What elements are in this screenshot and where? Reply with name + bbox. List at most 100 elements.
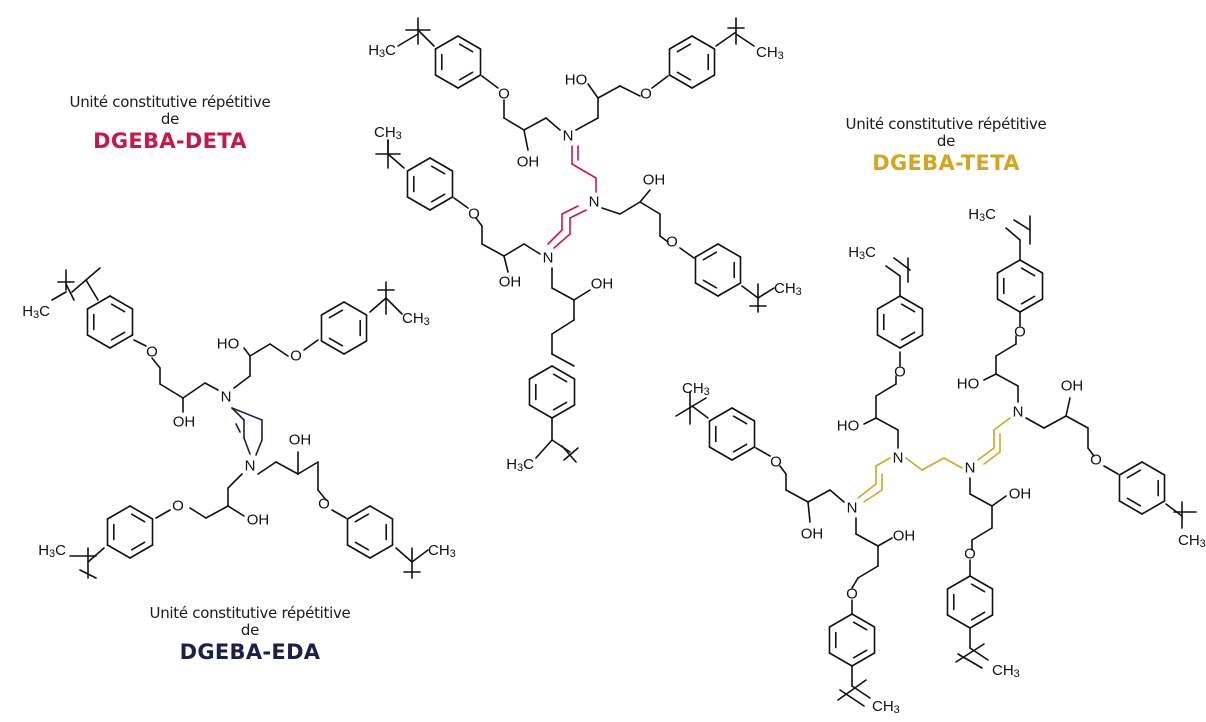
eda-arm-bond bbox=[155, 509, 171, 519]
teta-linker-bond bbox=[943, 457, 963, 469]
deta-methyl: CH3 bbox=[774, 280, 802, 299]
deta-arm-bond bbox=[735, 33, 755, 47]
eda-arm-bond bbox=[85, 279, 99, 301]
deta-ring bbox=[668, 74, 693, 89]
eda-ether-oxygen: O bbox=[146, 344, 158, 361]
deta-arm-bond bbox=[503, 255, 509, 273]
eda-arm-bond bbox=[79, 569, 97, 579]
teta-arm-bond bbox=[875, 383, 897, 397]
teta-arm-bond bbox=[829, 489, 845, 503]
teta-ring bbox=[1019, 298, 1044, 313]
eda-arm-bond bbox=[303, 339, 319, 351]
deta-ring bbox=[406, 157, 431, 172]
teta-arm-bond bbox=[857, 565, 879, 579]
deta-arm-bond bbox=[523, 117, 547, 131]
eda-arm-bond bbox=[331, 509, 347, 519]
caption-teta-subtitle: Unité constitutive répétitive de bbox=[845, 115, 1047, 151]
teta-arm-bond bbox=[1043, 415, 1067, 429]
teta-methyl: CH3 bbox=[1178, 532, 1206, 551]
teta-nitrogen: N bbox=[965, 460, 976, 477]
teta-arm-bond bbox=[1087, 447, 1095, 457]
teta-ring bbox=[970, 583, 986, 593]
deta-arm-bond bbox=[587, 83, 599, 99]
deta-nitrogen: N bbox=[563, 128, 574, 145]
caption-deta-name: DGEBA-DETA bbox=[93, 128, 247, 153]
eda-linker-bond bbox=[243, 437, 251, 455]
eda-arm-bond bbox=[151, 357, 161, 369]
eda-arm-bond bbox=[249, 343, 271, 357]
deta-methyl: CH3 bbox=[374, 124, 402, 143]
teta-arm-bond bbox=[957, 653, 983, 669]
teta-arm-bond bbox=[1025, 417, 1045, 429]
deta-arm-bond bbox=[417, 29, 435, 47]
teta-linker-bond bbox=[863, 489, 883, 503]
eda-arm-bond bbox=[87, 547, 105, 563]
deta-arm-bond bbox=[551, 319, 575, 335]
eda-linker-bond bbox=[231, 407, 263, 421]
eda-arm-bond bbox=[189, 507, 207, 519]
teta-arm-bond bbox=[1005, 227, 1021, 241]
caption-eda-subtitle: Unité constitutive répétitive de bbox=[149, 604, 351, 640]
teta-arm-bond bbox=[863, 417, 877, 425]
eda-hydroxyl: OH bbox=[173, 414, 196, 431]
teta-ring bbox=[899, 295, 924, 310]
eda-linker-bond bbox=[255, 439, 263, 456]
eda-arm-bond bbox=[395, 547, 413, 563]
eda-arm-bond bbox=[233, 375, 251, 389]
teta-ether-oxygen: O bbox=[894, 364, 906, 381]
teta-arm-bond bbox=[995, 373, 1019, 387]
deta-arm-bond bbox=[715, 31, 737, 47]
deta-arm-bond bbox=[481, 75, 499, 89]
eda-ring bbox=[86, 295, 111, 310]
teta-ring bbox=[732, 443, 748, 453]
deta-hydroxyl: OH bbox=[499, 274, 522, 291]
teta-linker-bond bbox=[921, 457, 945, 471]
caption-teta: Unité constitutive répétitive de DGEBA-T… bbox=[836, 115, 1056, 175]
deta-arm-bond bbox=[679, 247, 695, 259]
teta-ring bbox=[1019, 259, 1044, 274]
eda-ring bbox=[110, 331, 126, 341]
teta-ether-oxygen: O bbox=[964, 546, 976, 563]
teta-ring bbox=[1126, 497, 1142, 507]
deta-ring bbox=[702, 279, 718, 289]
teta-arm-bond bbox=[807, 501, 811, 523]
teta-hydroxyl: OH bbox=[1009, 486, 1032, 503]
deta-ether-oxygen: O bbox=[468, 206, 480, 223]
teta-arm-bond bbox=[855, 533, 879, 547]
teta-ring bbox=[852, 649, 868, 659]
deta-ring bbox=[430, 165, 446, 175]
eda-ring bbox=[320, 301, 345, 316]
teta-arm-bond bbox=[755, 447, 771, 457]
eda-arm-bond bbox=[65, 283, 75, 301]
teta-arm-bond bbox=[837, 679, 867, 701]
deta-ring bbox=[406, 196, 431, 211]
teta-arm-bond bbox=[779, 465, 787, 475]
eda-methyl: H3C bbox=[38, 542, 66, 561]
teta-ring bbox=[876, 295, 901, 310]
eda-hydroxyl: OH bbox=[289, 432, 312, 449]
deta-ring bbox=[676, 43, 692, 53]
eda-ring bbox=[129, 505, 154, 520]
deta-linker-bond bbox=[571, 163, 597, 179]
deta-arm-bond bbox=[597, 85, 621, 99]
teta-ring bbox=[1020, 267, 1036, 277]
deta-arm-bond bbox=[575, 117, 599, 131]
eda-arm-bond bbox=[71, 267, 101, 293]
eda-arm-bond bbox=[182, 382, 206, 399]
teta-ring bbox=[1141, 500, 1166, 515]
eda-linker-bond bbox=[235, 423, 241, 433]
caption-deta: Unité constitutive répétitive de DGEBA-D… bbox=[60, 93, 280, 153]
teta-linker-bond bbox=[875, 457, 891, 467]
deta-arm-bond bbox=[551, 287, 575, 301]
deta-hydroxyl: OH bbox=[591, 276, 614, 293]
teta-ring bbox=[731, 446, 756, 461]
deta-ring bbox=[668, 35, 693, 50]
deta-arm-bond bbox=[481, 243, 505, 257]
eda-arm-bond bbox=[411, 549, 429, 563]
eda-nitrogen: N bbox=[221, 389, 232, 406]
deta-hydroxyl: OH bbox=[517, 154, 540, 171]
eda-ether-oxygen: O bbox=[172, 498, 184, 515]
eda-ring bbox=[328, 309, 344, 319]
deta-linker-bond bbox=[569, 209, 587, 219]
